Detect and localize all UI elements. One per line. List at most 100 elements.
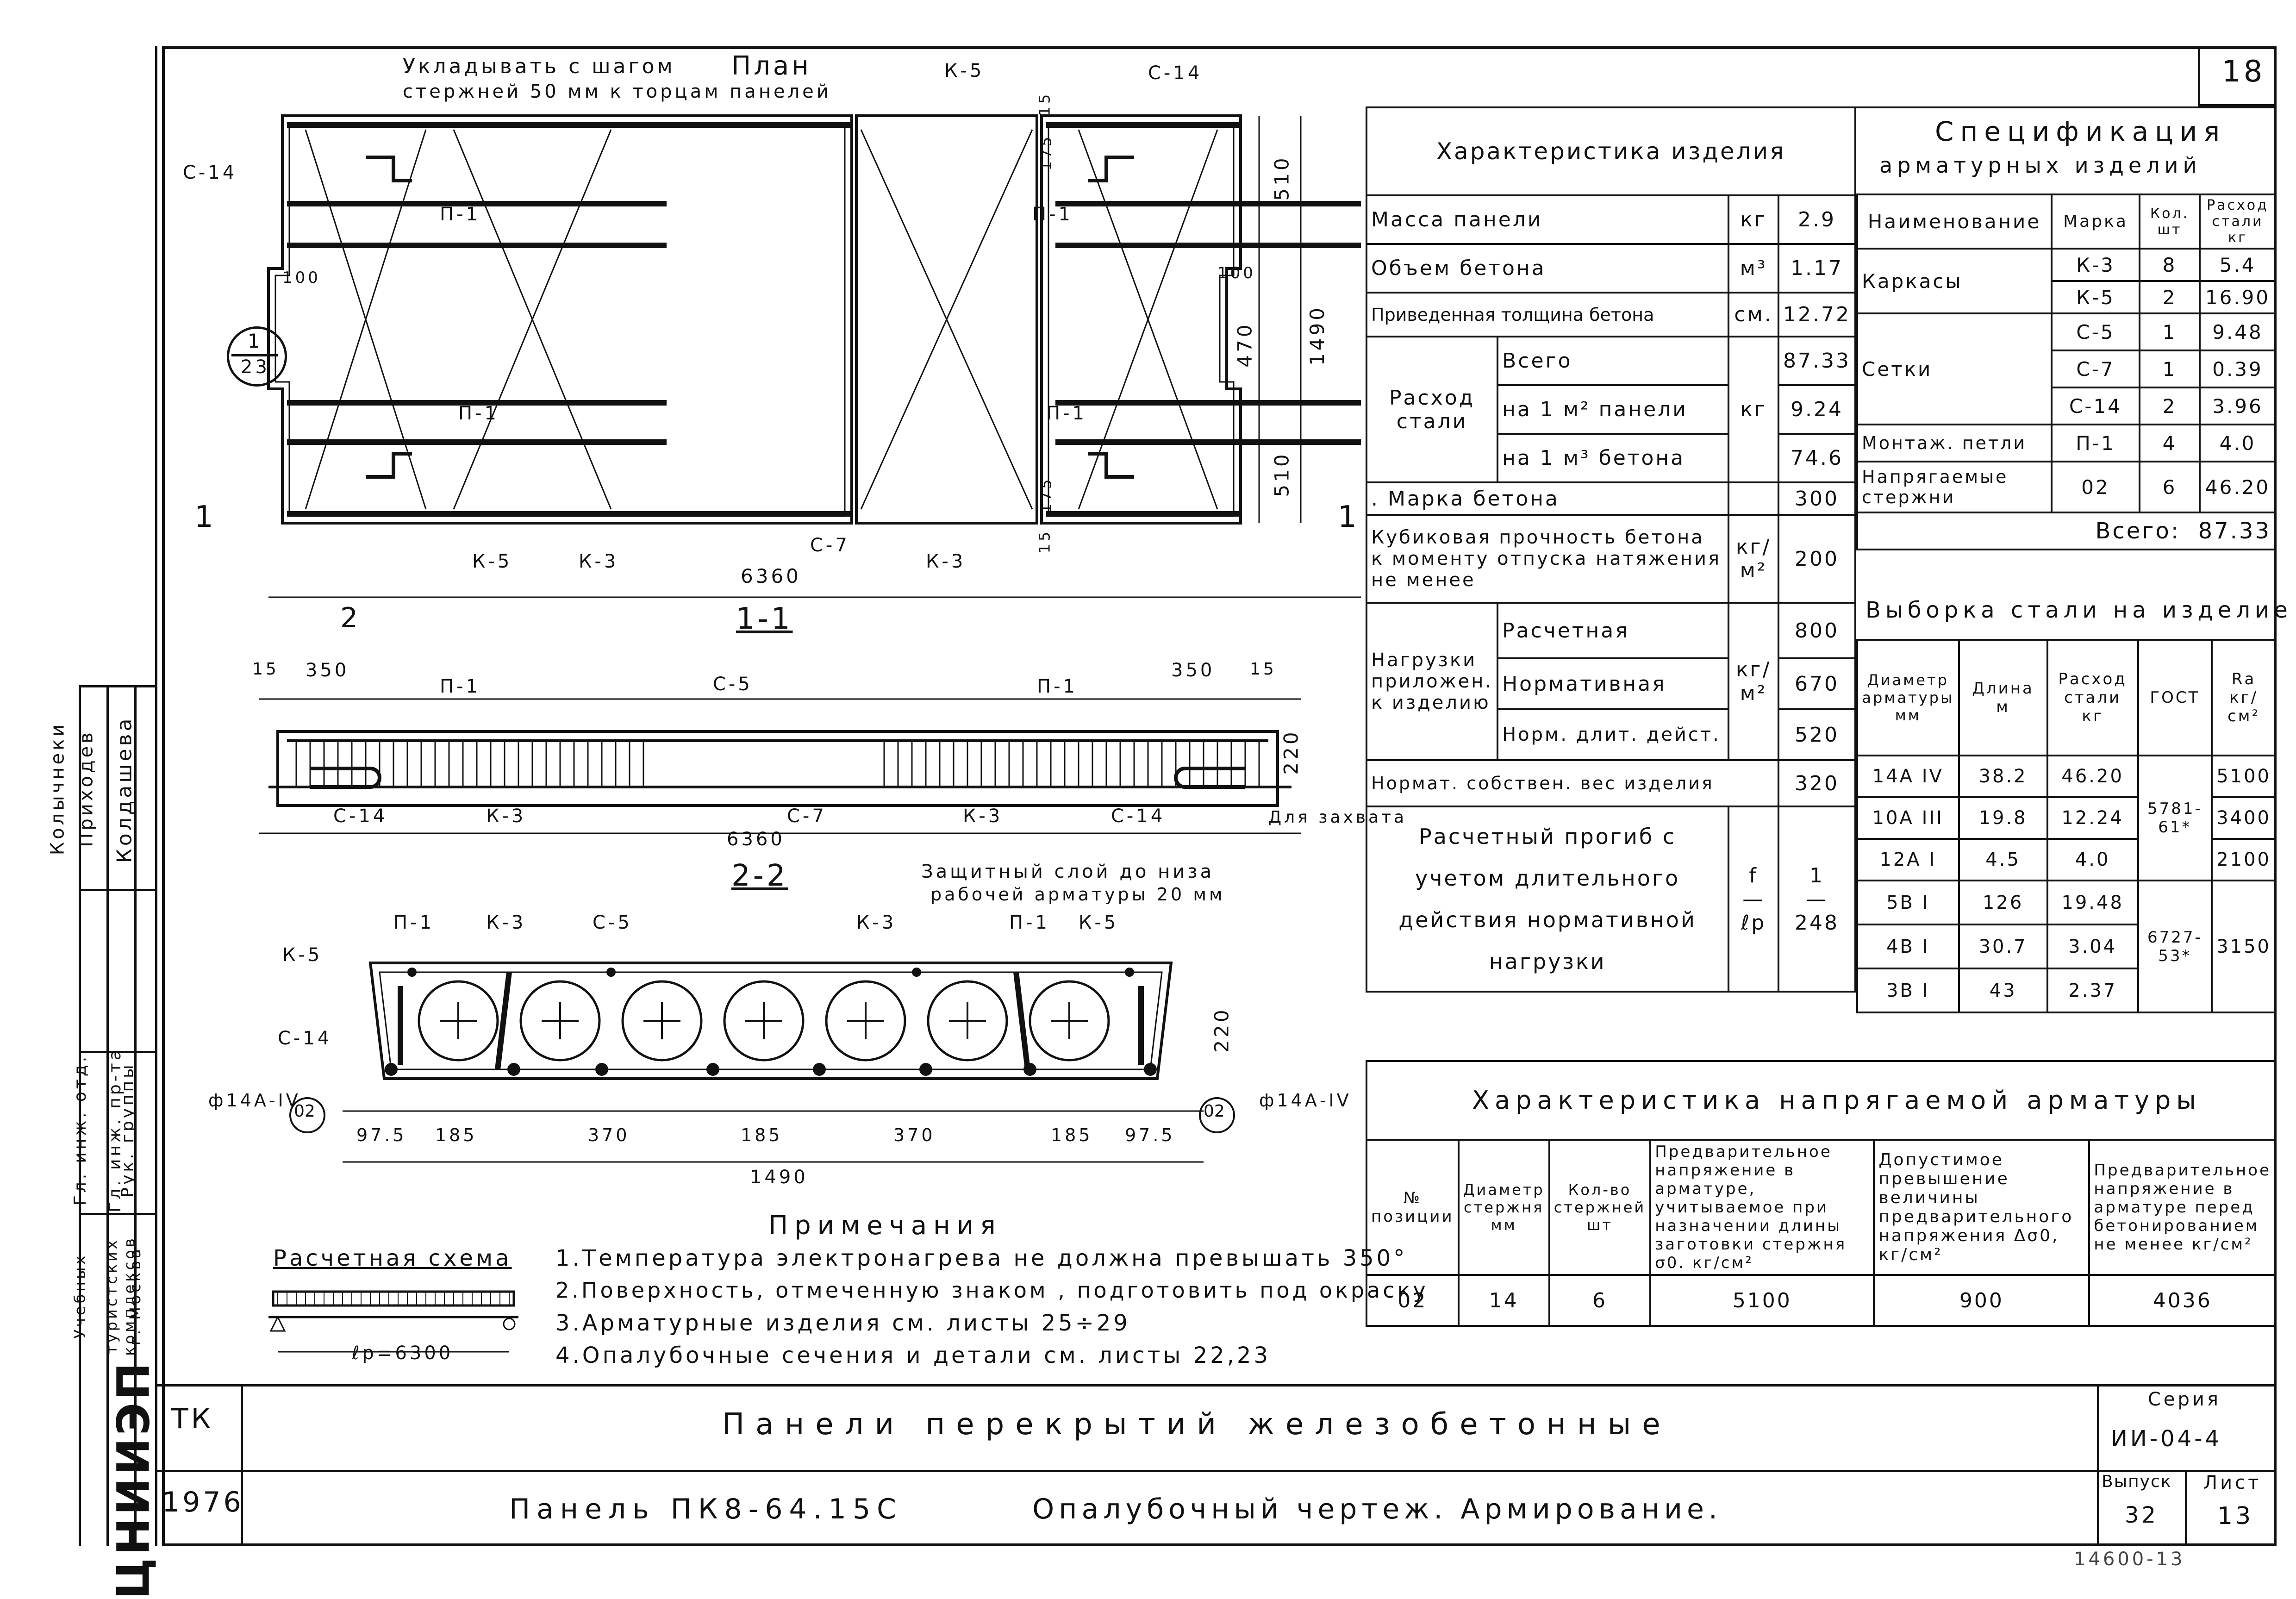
plan-label: П-1 xyxy=(1046,403,1087,424)
cross-dim: 185 xyxy=(435,1125,477,1145)
load-unit: кг/м² xyxy=(1735,658,1772,705)
selection-header: ГОСТ xyxy=(2150,688,2200,707)
org-code: ЦНИИЭП xyxy=(107,1360,160,1599)
section22-dim: 15 xyxy=(1250,660,1277,679)
cube-label: Кубиковая прочность бетона к моменту отп… xyxy=(1371,527,1722,591)
steel-row-name: на 1 м² панели xyxy=(1502,398,1688,421)
spec-qty: 1 xyxy=(2162,320,2177,344)
section-mark-1-1: 1-1 xyxy=(736,602,793,636)
sel-steel: 19.48 xyxy=(2061,892,2124,913)
cover-note-line1: Защитный слой до низа xyxy=(921,861,1215,882)
load-row-name: Норм. длит. дейст. xyxy=(1502,724,1721,745)
spec-table: Наименование Марка Кол. шт Расход стали … xyxy=(1856,194,2277,550)
scheme-title: Расчетная схема xyxy=(273,1245,512,1271)
cross-label: С-5 xyxy=(593,912,632,933)
cut-mark-left: 1 xyxy=(194,500,216,534)
spec-qty: 4 xyxy=(2162,431,2177,455)
cross-dim: 185 xyxy=(1051,1125,1093,1145)
callout-num: 1 xyxy=(248,330,263,352)
stamp-row-c xyxy=(79,1051,155,1053)
spec-qty: 2 xyxy=(2162,286,2177,309)
stamp-col-c xyxy=(134,685,137,1546)
section22-label: П-1 xyxy=(1037,676,1078,697)
title-block-col3 xyxy=(2185,1470,2187,1546)
prestress-cell: 14 xyxy=(1489,1288,1519,1312)
spec-mark: 02 xyxy=(2081,475,2110,499)
notes-title: Примечания xyxy=(768,1211,1002,1241)
plan-outline-right xyxy=(1040,114,1242,525)
section22-dim: 350 xyxy=(1171,660,1215,681)
spec-qty: 8 xyxy=(2162,253,2177,276)
stamp-name: Колдашева xyxy=(112,716,137,863)
char-row-name: Приведенная толщина бетона xyxy=(1371,304,1654,325)
cube-unit: кг/м² xyxy=(1735,535,1772,582)
cut-mark-2: 2 xyxy=(340,602,361,634)
prestress-table: № позиции Диаметр стержня мм Кол-во стер… xyxy=(1366,1139,2277,1327)
detail-callout xyxy=(227,326,287,387)
load-row-value: 800 xyxy=(1795,618,1839,643)
sel-steel: 4.0 xyxy=(2075,849,2110,870)
section-mark-2-2: 2-2 xyxy=(731,859,788,893)
note-item-4: 4.Опалубочные сечения и детали см. листы… xyxy=(555,1343,1271,1368)
plan-note-line2: стержней 50 мм к торцам панелей xyxy=(403,81,831,102)
deflection-unit-top: f xyxy=(1749,863,1758,887)
year: 1976 xyxy=(162,1486,244,1518)
sel-length: 4.5 xyxy=(1985,849,2021,870)
plan-dim: 175 xyxy=(1037,134,1055,171)
cross-dim: 185 xyxy=(741,1125,783,1145)
plan-dim: 175 xyxy=(1037,476,1055,513)
steel-row-name: на 1 м³ бетона xyxy=(1502,446,1685,470)
self-weight-value: 320 xyxy=(1795,771,1839,795)
load-row-name: Нормативная xyxy=(1502,672,1666,696)
spec-header: Наименование xyxy=(1867,210,2041,233)
spec-header: Расход стали кг xyxy=(2207,197,2269,246)
sel-length: 38.2 xyxy=(1978,766,2028,787)
prestress-header: Диаметр стержня мм xyxy=(1463,1181,1545,1234)
plan-drawing xyxy=(267,114,1361,598)
pos-circle-left xyxy=(289,1097,325,1133)
title-sheet: Опалубочный чертеж. Армирование. xyxy=(1032,1493,1722,1525)
section22-label: С-14 xyxy=(333,806,388,827)
plan-dim: 510 xyxy=(1270,451,1293,497)
spec-mark: К-3 xyxy=(2076,253,2115,276)
sheet-label: Лист xyxy=(2203,1472,2262,1493)
spec-steel: 5.4 xyxy=(2219,253,2256,276)
prestress-header: Предварительное напряжение в арматуре, у… xyxy=(1655,1143,1847,1272)
plan-dim: 15 xyxy=(1036,91,1054,116)
plan-dim: 470 xyxy=(1233,322,1256,368)
section22-dim: 350 xyxy=(306,660,349,681)
cross-label: К-3 xyxy=(486,912,526,933)
stamp-row-b xyxy=(79,889,155,891)
sel-steel: 2.37 xyxy=(2068,980,2117,1001)
sel-diameter: 5В I xyxy=(1886,892,1930,913)
org-line: Учебных xyxy=(71,1253,89,1339)
spec-title2: арматурных изделий xyxy=(1879,153,2202,178)
plan-dim-6360: 6360 xyxy=(741,565,801,587)
prestress-box xyxy=(1366,1060,2277,1139)
spec-qty: 1 xyxy=(2162,357,2177,381)
plan-label: К-5 xyxy=(472,551,512,572)
cross-label: С-14 xyxy=(278,1028,332,1049)
steel-row-value: 9.24 xyxy=(1791,398,1843,421)
spec-steel: 46.20 xyxy=(2205,475,2271,499)
spec-qty: 2 xyxy=(2162,394,2177,418)
plan-label: С-7 xyxy=(810,535,850,556)
prestress-header: Предварительное напряжение в арматуре пе… xyxy=(2094,1161,2271,1254)
org-line: туристских xyxy=(102,1237,120,1354)
prestress-cell: 5100 xyxy=(1732,1288,1792,1312)
inventory-number: 14600-13 xyxy=(2074,1549,2185,1570)
rebar-right: ф14А-IV xyxy=(1259,1090,1352,1111)
title-panel: Панель ПК8-64.15С xyxy=(509,1493,903,1525)
stamp-role: Гл. инж. отд. xyxy=(71,1054,90,1206)
spec-mark: П-1 xyxy=(2076,431,2115,455)
cross-height: 220 xyxy=(1210,1007,1233,1053)
cross-dim: 370 xyxy=(588,1125,630,1145)
stamp-name: Колычнеки xyxy=(47,721,69,856)
plan-label: С-14 xyxy=(1148,62,1203,84)
prestress-cell: 02 xyxy=(1398,1288,1428,1312)
scheme-drawing xyxy=(268,1290,518,1353)
char-row-value: 12.72 xyxy=(1783,303,1851,326)
spec-header: Кол. шт xyxy=(2150,205,2190,238)
prestress-title: Характеристика напрягаемой арматуры xyxy=(1472,1086,2202,1115)
